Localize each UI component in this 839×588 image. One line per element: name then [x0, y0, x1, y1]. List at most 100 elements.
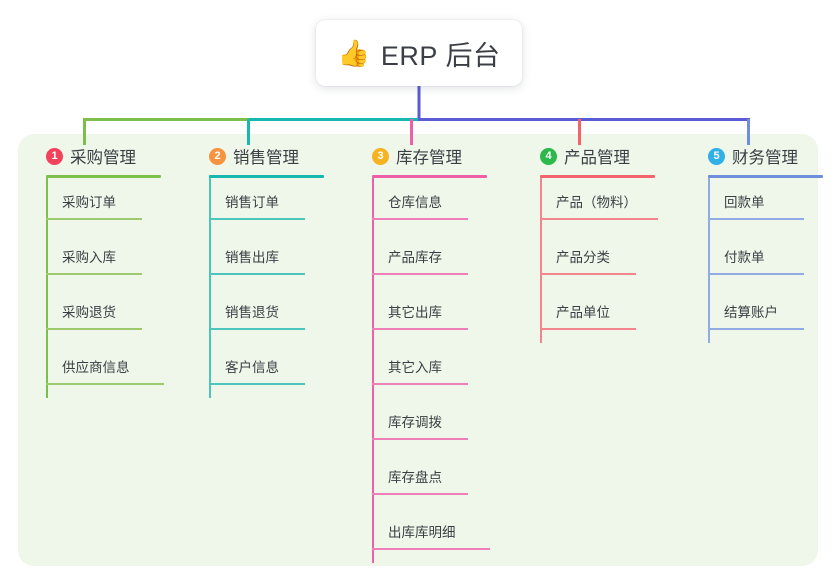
- list-item[interactable]: 采购订单: [46, 178, 198, 233]
- list-item-rule: [46, 328, 142, 330]
- list-item-label: 其它入库: [388, 360, 442, 375]
- list-item[interactable]: 销售出库: [209, 233, 361, 288]
- branch-badge-1: 1: [46, 147, 63, 165]
- list-item[interactable]: 产品（物料）: [540, 178, 692, 233]
- list-item-rule: [209, 383, 305, 385]
- list-item-label: 产品库存: [388, 250, 442, 265]
- list-item[interactable]: 供应商信息: [46, 343, 198, 398]
- branch-title-product: 产品管理: [564, 149, 630, 167]
- list-item-rule: [372, 383, 468, 385]
- branch-header-rule: [540, 175, 655, 178]
- list-item-label: 付款单: [724, 250, 765, 265]
- list-item-label: 其它出库: [388, 305, 442, 320]
- branch-items-product: 产品（物料） 产品分类 产品单位: [540, 178, 692, 343]
- list-item[interactable]: 采购入库: [46, 233, 198, 288]
- list-item-label: 销售订单: [225, 195, 279, 210]
- branch-header-product[interactable]: 4 产品管理: [526, 134, 692, 178]
- list-item[interactable]: 回款单: [708, 178, 839, 233]
- list-item-label: 客户信息: [225, 360, 279, 375]
- list-item-rule: [46, 383, 164, 385]
- branch-header-rule: [46, 175, 161, 178]
- branch-title-inventory: 库存管理: [396, 149, 462, 167]
- list-item-rule: [540, 328, 636, 330]
- list-item-label: 采购订单: [62, 195, 116, 210]
- list-item[interactable]: 仓库信息: [372, 178, 524, 233]
- branch-spine: [209, 178, 211, 398]
- branch-column-finance: 5 财务管理 回款单 付款单 结算账户: [694, 134, 839, 343]
- list-item[interactable]: 产品分类: [540, 233, 692, 288]
- list-item-rule: [209, 218, 305, 220]
- list-item[interactable]: 销售退货: [209, 288, 361, 343]
- branch-spine: [708, 178, 710, 343]
- branch-column-sales: 2 销售管理 销售订单 销售出库 销售退货 客户: [195, 134, 361, 398]
- root-node-content: 👍 ERP 后台: [338, 34, 501, 73]
- branch-header-purchasing[interactable]: 1 采购管理: [32, 134, 198, 178]
- list-item[interactable]: 出库库明细: [372, 508, 524, 563]
- list-item-label: 仓库信息: [388, 195, 442, 210]
- root-node-erp-backend[interactable]: 👍 ERP 后台: [316, 20, 522, 86]
- list-item-rule: [372, 328, 468, 330]
- list-item-rule: [46, 218, 142, 220]
- list-item-label: 产品分类: [556, 250, 610, 265]
- branch-badge-4: 4: [540, 147, 557, 165]
- list-item-label: 结算账户: [724, 305, 778, 320]
- branch-columns: 1 采购管理 采购订单 采购入库 采购退货 供应: [18, 134, 823, 566]
- branch-column-purchasing: 1 采购管理 采购订单 采购入库 采购退货 供应: [32, 134, 198, 398]
- list-item[interactable]: 库存盘点: [372, 453, 524, 508]
- list-item-rule: [708, 218, 804, 220]
- branch-badge-3: 3: [372, 147, 389, 165]
- branch-column-inventory: 3 库存管理 仓库信息 产品库存 其它出库 其它: [358, 134, 524, 563]
- list-item-label: 产品单位: [556, 305, 610, 320]
- list-item[interactable]: 库存调拨: [372, 398, 524, 453]
- list-item-label: 库存盘点: [388, 470, 442, 485]
- branch-header-finance[interactable]: 5 财务管理: [694, 134, 839, 178]
- list-item-rule: [209, 328, 305, 330]
- list-item-label: 产品（物料）: [556, 195, 637, 210]
- list-item-label: 采购退货: [62, 305, 116, 320]
- branch-header-rule: [209, 175, 324, 178]
- list-item-label: 销售退货: [225, 305, 279, 320]
- list-item-rule: [46, 273, 142, 275]
- branch-title-finance: 财务管理: [732, 149, 798, 167]
- branch-title-sales: 销售管理: [233, 149, 299, 167]
- list-item[interactable]: 其它入库: [372, 343, 524, 398]
- list-item-label: 采购入库: [62, 250, 116, 265]
- branch-items-inventory: 仓库信息 产品库存 其它出库 其它入库 库存调拨: [372, 178, 524, 563]
- branch-title-purchasing: 采购管理: [70, 149, 136, 167]
- list-item-rule: [372, 493, 468, 495]
- branch-badge-2: 2: [209, 147, 226, 165]
- list-item-rule: [372, 548, 490, 550]
- list-item-rule: [372, 218, 468, 220]
- list-item-rule: [708, 273, 804, 275]
- list-item-label: 销售出库: [225, 250, 279, 265]
- branch-items-purchasing: 采购订单 采购入库 采购退货 供应商信息: [46, 178, 198, 398]
- branch-spine: [46, 178, 48, 398]
- list-item-rule: [372, 273, 468, 275]
- branch-header-rule: [708, 175, 823, 178]
- list-item[interactable]: 采购退货: [46, 288, 198, 343]
- list-item-label: 回款单: [724, 195, 765, 210]
- list-item[interactable]: 付款单: [708, 233, 839, 288]
- list-item-rule: [540, 273, 636, 275]
- branch-items-finance: 回款单 付款单 结算账户: [708, 178, 839, 343]
- branch-spine: [372, 178, 374, 563]
- list-item-label: 出库库明细: [388, 525, 456, 540]
- list-item[interactable]: 结算账户: [708, 288, 839, 343]
- branch-header-inventory[interactable]: 3 库存管理: [358, 134, 524, 178]
- branch-header-rule: [372, 175, 487, 178]
- list-item[interactable]: 其它出库: [372, 288, 524, 343]
- list-item[interactable]: 销售订单: [209, 178, 361, 233]
- branch-column-product: 4 产品管理 产品（物料） 产品分类 产品单位: [526, 134, 692, 343]
- branch-spine: [540, 178, 542, 343]
- branch-header-sales[interactable]: 2 销售管理: [195, 134, 361, 178]
- list-item[interactable]: 产品单位: [540, 288, 692, 343]
- root-node-title: ERP 后台: [380, 40, 501, 71]
- list-item-label: 库存调拨: [388, 415, 442, 430]
- list-item-rule: [372, 438, 468, 440]
- list-item-rule: [708, 328, 804, 330]
- thumbs-up-icon: 👍: [337, 38, 370, 68]
- list-item[interactable]: 客户信息: [209, 343, 361, 398]
- list-item[interactable]: 产品库存: [372, 233, 524, 288]
- branch-badge-5: 5: [708, 147, 725, 165]
